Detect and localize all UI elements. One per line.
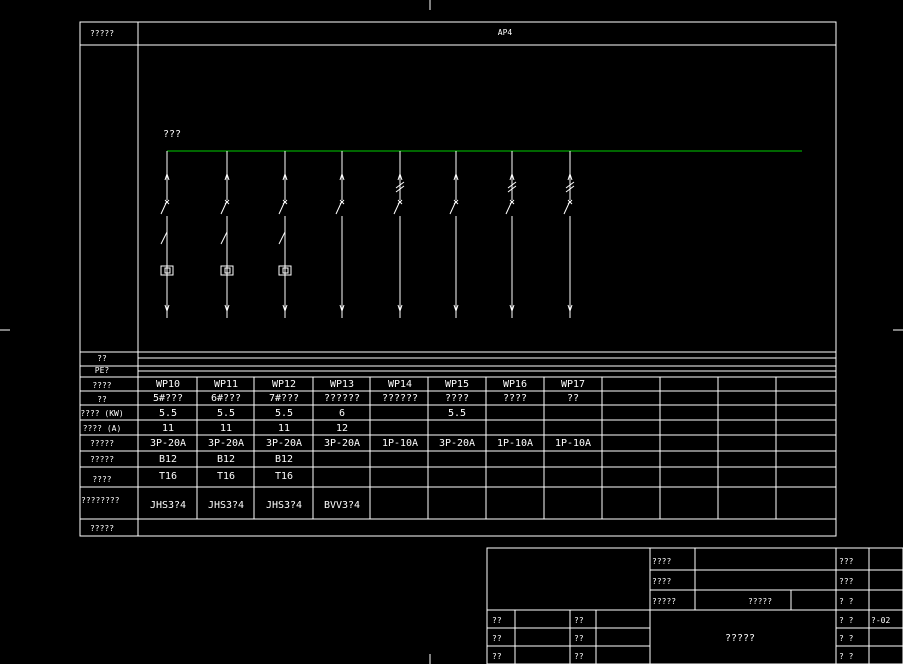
busbar-label: ???	[163, 129, 181, 140]
cell-name: ??????	[324, 393, 360, 404]
cell-id: WP17	[561, 379, 585, 390]
cell-power: 5.5	[275, 408, 293, 419]
cell-power: 5.5	[217, 408, 235, 419]
header-label: ?????	[90, 29, 114, 38]
cell-mcb: B12	[159, 454, 177, 465]
tb-r1: ????	[652, 557, 671, 566]
cell-id: WP15	[445, 379, 469, 390]
tb-s2: ??	[492, 634, 502, 643]
row-label: PE?	[95, 366, 110, 375]
cell-cable: JHS3?4	[208, 500, 244, 511]
cell-breaker: 3P-20A	[208, 438, 244, 449]
row-label: ??	[97, 354, 107, 363]
circuit-branch	[393, 151, 405, 318]
row-labels: ?? PE??????? ???? (KW) ???? (A)????????????…	[80, 354, 123, 533]
title-block-frame	[486, 547, 903, 664]
cell-current: 11	[220, 423, 232, 434]
tb-s6: ??	[574, 652, 584, 661]
row-label: ???? (KW)	[80, 409, 123, 418]
circuit-branch	[505, 151, 517, 318]
cell-breaker: 3P-20A	[266, 438, 302, 449]
cell-name: ??????	[382, 393, 418, 404]
cell-breaker: 1P-10A	[555, 438, 591, 449]
tb-title: ?????	[725, 633, 755, 644]
cell-id: WP10	[156, 379, 180, 390]
cell-breaker: 3P-20A	[439, 438, 475, 449]
cell-mcb: B12	[217, 454, 235, 465]
cell-power: 5.5	[159, 408, 177, 419]
circuit-table-grid	[80, 376, 836, 520]
tb-s3: ??	[492, 652, 502, 661]
cell-breaker: 1P-10A	[382, 438, 418, 449]
cell-name: ????	[503, 393, 527, 404]
tb-s5: ??	[574, 634, 584, 643]
cell-name: ????	[445, 393, 469, 404]
cell-name: 6#???	[211, 393, 241, 404]
cell-cable: JHS3?4	[150, 500, 186, 511]
tb-c4: ? ?	[839, 616, 854, 625]
tb-c5: ? ?	[839, 634, 854, 643]
circuit-branch	[160, 151, 174, 318]
row-label: ?????	[90, 439, 114, 448]
circuit-branch	[335, 151, 345, 318]
circuit-branches	[160, 151, 575, 318]
panel-name: AP4	[498, 28, 513, 37]
cell-fuse: T16	[275, 471, 293, 482]
row-label: ????????	[81, 496, 120, 505]
tb-c6: ? ?	[839, 652, 854, 661]
schedule-frame	[79, 21, 837, 537]
cell-power: 5.5	[448, 408, 466, 419]
tb-drawing-no: ?-02	[871, 616, 890, 625]
cell-power: 6	[339, 408, 345, 419]
tb-r3b: ?????	[748, 597, 772, 606]
cell-name: 7#???	[269, 393, 299, 404]
cell-fuse: T16	[217, 471, 235, 482]
tb-r2: ????	[652, 577, 671, 586]
tb-r3: ?????	[652, 597, 676, 606]
cell-breaker: 3P-20A	[324, 438, 360, 449]
cell-name: ??	[567, 393, 579, 404]
cell-id: WP13	[330, 379, 354, 390]
cell-id: WP16	[503, 379, 527, 390]
row-label: ?????	[90, 455, 114, 464]
cell-id: WP14	[388, 379, 412, 390]
row-label: ????	[92, 475, 111, 484]
row-label: ??	[97, 395, 107, 404]
row-label: ???? (A)	[83, 424, 122, 433]
row-label: ?????	[90, 524, 114, 533]
circuit-branch	[220, 151, 234, 318]
cell-id: WP12	[272, 379, 296, 390]
circuit-branch	[278, 151, 292, 318]
cell-fuse: T16	[159, 471, 177, 482]
cell-mcb: B12	[275, 454, 293, 465]
circuit-branch	[449, 151, 459, 318]
cell-cable: BVV3?4	[324, 500, 360, 511]
tb-c3: ? ?	[839, 597, 854, 606]
cell-breaker: 1P-10A	[497, 438, 533, 449]
tb-c1: ???	[839, 557, 854, 566]
cell-current: 12	[336, 423, 348, 434]
circuit-branch	[563, 151, 575, 318]
tb-c2: ???	[839, 577, 854, 586]
cell-current: 11	[278, 423, 290, 434]
cell-breaker: 3P-20A	[150, 438, 186, 449]
cell-current: 11	[162, 423, 174, 434]
tb-s1: ??	[492, 616, 502, 625]
row-label: ????	[92, 381, 111, 390]
tb-s4: ??	[574, 616, 584, 625]
cell-cable: JHS3?4	[266, 500, 302, 511]
cell-name: 5#???	[153, 393, 183, 404]
cell-id: WP11	[214, 379, 238, 390]
